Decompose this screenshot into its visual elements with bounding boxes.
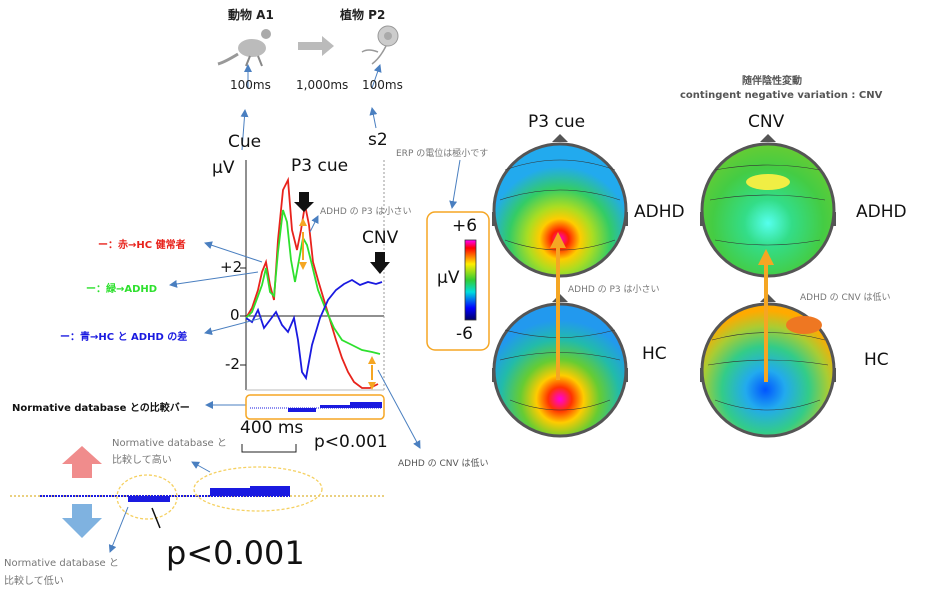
stimulus-a-duration: 100ms	[230, 78, 271, 92]
stimulus-b-duration: 100ms	[362, 78, 403, 92]
norm-low-line2: 比較して低い	[4, 576, 64, 587]
norm-low-bar	[128, 496, 170, 502]
adhd-p3-note: ADHD の P3 は小さい	[320, 207, 412, 217]
p3-arrow-icon	[294, 192, 314, 212]
y-tick-plus2: +2	[220, 258, 243, 276]
colorbar-max: +6	[452, 216, 478, 236]
legend-hc: ー：赤→HC 健常者	[98, 240, 186, 251]
normative-bar-frame	[245, 394, 385, 420]
adhd-cnv-note: ADHD の CNV は低い	[398, 459, 489, 469]
adhd-waveform	[245, 209, 381, 355]
stimulus-b-label: 植物 P2	[340, 8, 386, 22]
cnv-header-jp: 随伴陰性変動	[742, 76, 802, 87]
normative-bar-label: Normative database との比較バー	[12, 403, 190, 414]
erp-min-note: ERP の電位は極小です	[396, 149, 489, 159]
stimulus-a-label: 動物 A1	[228, 8, 274, 22]
map-adhd-p3-note: ADHD の P3 は小さい	[568, 285, 660, 295]
norm-low-line1: Normative database と	[4, 558, 119, 569]
p3-cue-label: P3 cue	[291, 156, 349, 176]
kangaroo-icon	[217, 29, 271, 67]
cnv-hc-label: HC	[864, 350, 889, 370]
cnv-arrow-icon	[370, 252, 390, 274]
erp-unit-label: μV	[212, 158, 235, 178]
interval-duration: 1,000ms	[296, 78, 349, 92]
s2-label: s2	[368, 130, 388, 150]
p-value-small: p<0.001	[314, 432, 388, 452]
colorbar	[464, 239, 477, 321]
legend-difference: ー：青→HC と ADHD の差	[60, 332, 188, 343]
flower-icon	[361, 25, 399, 65]
p3-adhd-label: ADHD	[634, 202, 685, 222]
norm-high-bar	[250, 486, 290, 496]
cnv-header-en: contingent negative variation : CNV	[680, 90, 883, 101]
cue-label: Cue	[228, 132, 262, 152]
y-tick-minus2: -2	[225, 355, 240, 373]
colorbar-unit: μV	[437, 268, 460, 288]
lower-arrow-icon	[62, 504, 102, 538]
cnv-label: CNV	[362, 228, 399, 248]
sequence-arrow-icon	[298, 36, 334, 56]
p-value-large: p<0.001	[166, 534, 305, 572]
norm-high-line1: Normative database と	[112, 438, 227, 449]
colorbar-frame	[426, 211, 490, 351]
norm-high-line2: 比較して高い	[112, 455, 172, 466]
y-tick-zero: 0	[230, 306, 240, 324]
legend-adhd: ー：緑→ADHD	[86, 284, 158, 295]
p3-hc-label: HC	[642, 344, 667, 364]
cnv-map-title: CNV	[748, 112, 785, 132]
map-adhd-cnv-note: ADHD の CNV は低い	[800, 293, 891, 303]
scale-bar-label: 400 ms	[240, 418, 304, 438]
difference-waveform	[245, 278, 383, 381]
time-scale-bar	[241, 444, 297, 453]
colorbar-min: -6	[456, 324, 473, 344]
cnv-adhd-label: ADHD	[856, 202, 907, 222]
higher-arrow-icon	[62, 446, 102, 478]
hc-waveform	[245, 176, 379, 389]
p3-map-title: P3 cue	[528, 112, 586, 132]
